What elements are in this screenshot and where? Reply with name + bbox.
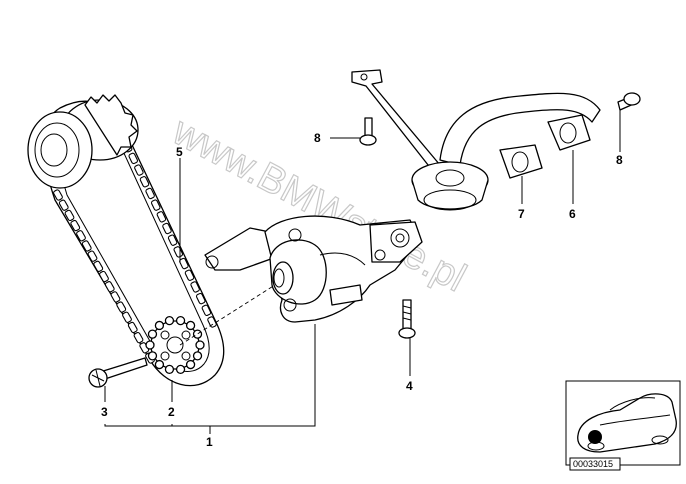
callout-1: 1 — [206, 435, 213, 449]
sprocket-tooth — [147, 351, 158, 361]
pump-bolt — [398, 299, 416, 339]
chain-link — [87, 250, 98, 262]
chain-link — [99, 270, 109, 283]
upper-sprocket — [27, 94, 139, 189]
chain-link — [179, 257, 189, 270]
suction-pipe — [351, 69, 601, 211]
sprocket-tooth — [185, 320, 196, 331]
sprocket-tooth — [192, 351, 203, 361]
sprocket-tooth — [164, 315, 175, 326]
chain-link — [190, 281, 200, 293]
chain-link — [133, 331, 144, 344]
callout-2: 2 — [168, 405, 175, 419]
callout-5: 5 — [176, 145, 183, 159]
chain-link — [134, 164, 144, 176]
chain-link — [104, 281, 115, 293]
sprocket-tooth — [175, 364, 186, 375]
oil-pump-sprocket — [145, 315, 205, 375]
flange-bolt-right — [617, 92, 641, 111]
chain-link — [76, 230, 86, 242]
chain-link — [184, 269, 195, 281]
sprocket-tooth — [154, 359, 165, 370]
chain-link — [53, 189, 63, 201]
chain-link — [127, 321, 138, 334]
chain-link — [201, 304, 212, 316]
chain-link — [156, 211, 167, 223]
chain-link — [70, 219, 81, 232]
sprocket-tooth — [192, 329, 203, 339]
chain-link — [139, 176, 150, 188]
chain-link — [122, 311, 132, 323]
sprocket-tooth — [185, 359, 196, 370]
sprocket-bolt — [88, 357, 148, 388]
chain-link — [150, 199, 161, 211]
sprocket-tooth — [145, 340, 155, 350]
diagram-code: 00033015 — [573, 459, 613, 469]
callout-8-left: 8 — [314, 131, 321, 145]
sprocket-tooth — [147, 329, 158, 339]
sprocket-tooth — [195, 340, 205, 350]
flange-gasket — [547, 114, 591, 151]
leader-lines — [104, 110, 621, 434]
chain-link — [145, 187, 155, 200]
sprocket-tooth — [164, 364, 175, 375]
engine-location-marker — [588, 430, 602, 444]
chain-link — [116, 301, 127, 313]
strainer-gasket — [499, 144, 543, 179]
chain-link — [128, 152, 139, 165]
callout-8-right: 8 — [616, 153, 623, 167]
chain-link — [58, 199, 69, 211]
callout-6: 6 — [569, 207, 576, 221]
oil-pump — [204, 215, 423, 323]
sprocket-tooth — [154, 320, 165, 331]
sprocket-tooth — [175, 315, 186, 326]
chain-link — [162, 222, 172, 235]
bracket-bolt-left — [359, 117, 377, 146]
callout-4: 4 — [406, 379, 413, 393]
vehicle-location-inset: 00033015 — [565, 380, 681, 471]
chain-link — [195, 292, 206, 305]
callout-3: 3 — [101, 405, 108, 419]
chain-link — [167, 234, 178, 246]
callout-7: 7 — [518, 207, 525, 221]
chain-link — [110, 291, 121, 303]
chain-link — [207, 316, 217, 328]
chain-link — [64, 209, 75, 222]
chain-link — [93, 260, 104, 272]
chain-link — [81, 240, 92, 252]
